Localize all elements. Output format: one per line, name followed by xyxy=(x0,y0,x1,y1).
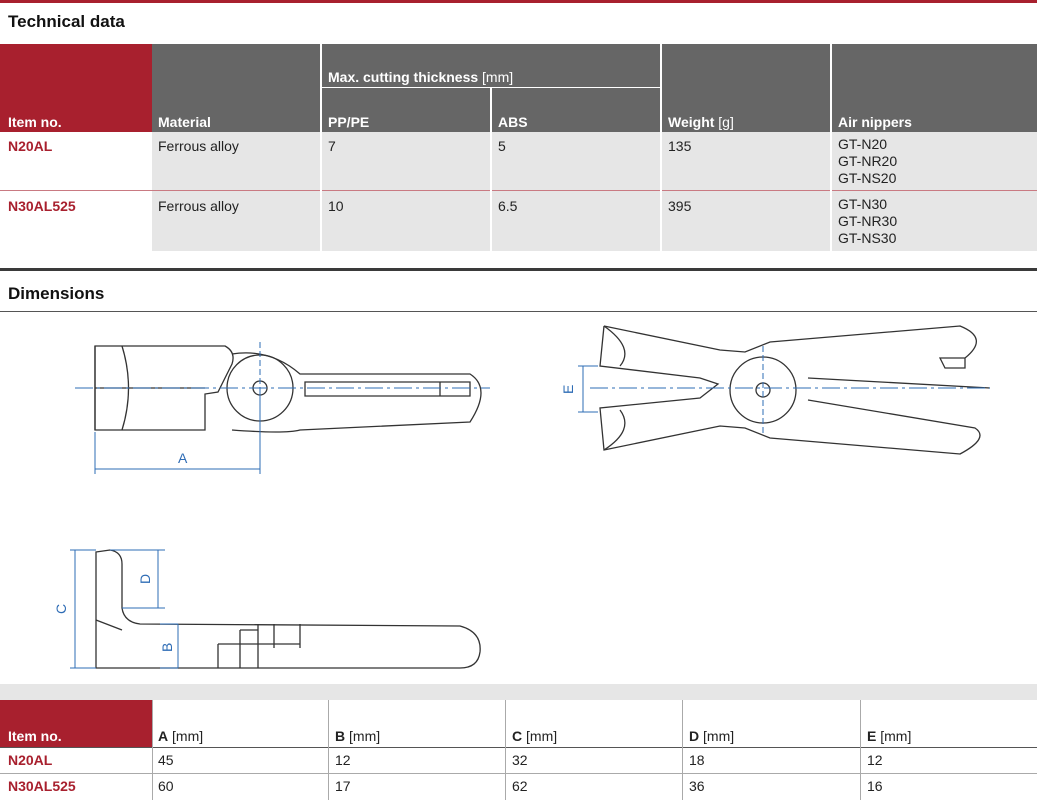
nipper-side-view xyxy=(94,345,482,433)
row2-weight: 395 xyxy=(668,198,692,214)
row1-material: Ferrous alloy xyxy=(158,138,239,154)
header-material: Material xyxy=(158,114,211,130)
row1-pp-pe: 7 xyxy=(328,138,336,154)
dim-header-b: B [mm] xyxy=(335,728,381,744)
dim-row2-b: 17 xyxy=(335,778,351,794)
header-weight: Weight [g] xyxy=(668,114,734,130)
header-background xyxy=(152,44,1037,132)
row2-pp-pe: 10 xyxy=(328,198,344,214)
row1-abs: 5 xyxy=(498,138,506,154)
top-accent-line xyxy=(0,0,1037,3)
dimension-a-line xyxy=(75,342,490,474)
nipper-open-view xyxy=(599,325,991,455)
dim-header-c: C [mm] xyxy=(512,728,558,744)
dim-row1-b: 12 xyxy=(335,752,351,768)
row1-nippers: GT-N20 GT-NR20 GT-NS20 xyxy=(838,136,898,186)
dimensions-table: Item no. A [mm] B [mm] C [mm] D [mm] E [… xyxy=(0,700,1037,800)
header-abs: ABS xyxy=(498,114,528,130)
nipper-profile-view xyxy=(95,549,481,669)
dim-row1-e: 12 xyxy=(867,752,883,768)
item-no-header-cell xyxy=(0,44,152,132)
label-c: C xyxy=(53,604,69,614)
dim-row1-d: 18 xyxy=(689,752,705,768)
table-row xyxy=(152,191,1037,251)
dim-row1-item: N20AL xyxy=(8,752,53,768)
section-divider xyxy=(0,268,1037,271)
dim-row2-d: 36 xyxy=(689,778,705,794)
label-d: D xyxy=(137,574,153,584)
dim-row2-a: 60 xyxy=(158,778,174,794)
header-air-nippers: Air nippers xyxy=(838,114,912,130)
dimension-e-line xyxy=(578,346,990,436)
dimensions-title: Dimensions xyxy=(8,284,105,303)
dim-row1-c: 32 xyxy=(512,752,528,768)
dim-row2-e: 16 xyxy=(867,778,883,794)
header-item-no: Item no. xyxy=(8,114,62,130)
header-pp-pe: PP/PE xyxy=(328,114,370,130)
table-row xyxy=(152,132,1037,190)
row1-item: N20AL xyxy=(8,138,53,154)
label-a: A xyxy=(178,450,188,466)
dimension-drawings: A E C D B xyxy=(53,325,991,669)
row2-item: N30AL525 xyxy=(8,198,76,214)
row2-nippers: GT-N30 GT-NR30 GT-NS30 xyxy=(838,196,898,246)
dim-header-e: E [mm] xyxy=(867,728,912,744)
dimension-cdb-lines xyxy=(70,549,179,669)
header-max-cutting: Max. cutting thickness [mm] xyxy=(328,69,514,85)
dim-row2-c: 62 xyxy=(512,778,528,794)
label-e: E xyxy=(560,385,576,394)
dim-header-item-no: Item no. xyxy=(8,728,62,744)
row2-material: Ferrous alloy xyxy=(158,198,239,214)
dim-header-a: A [mm] xyxy=(158,728,204,744)
label-b: B xyxy=(159,643,175,652)
technical-data-title: Technical data xyxy=(8,12,125,31)
row2-abs: 6.5 xyxy=(498,198,518,214)
dim-row2-item: N30AL525 xyxy=(8,778,76,794)
dim-header-d: D [mm] xyxy=(689,728,735,744)
row1-weight: 135 xyxy=(668,138,692,154)
dim-row1-a: 45 xyxy=(158,752,174,768)
